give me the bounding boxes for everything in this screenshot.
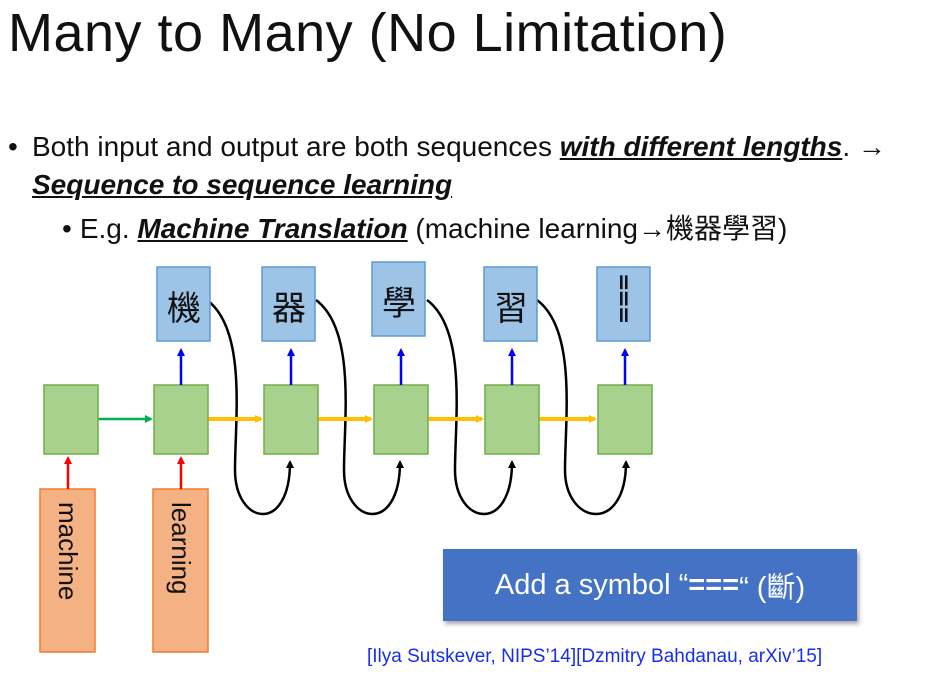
bullet-2-emphasis: Machine Translation <box>137 213 408 244</box>
feedback-loop-arrow <box>426 299 516 516</box>
input-token-label: machine <box>53 502 83 601</box>
output-token-label: 器 <box>272 289 306 329</box>
feedback-loop-arrow <box>315 299 404 516</box>
reference-citation: [Ilya Sutskever, NIPS’14][Dzmitry Bahdan… <box>367 646 823 667</box>
rnn-cell <box>153 384 209 455</box>
callout-text-post: “ (斷) <box>739 572 806 604</box>
rnn-cell <box>484 384 540 455</box>
output-token-box <box>156 266 211 342</box>
rnn-cell <box>43 384 99 455</box>
output-token-box <box>483 266 538 342</box>
rnn-cell <box>373 384 429 455</box>
input-token-label: learning <box>166 502 196 595</box>
bullet-1-text: Both input and output are both sequences… <box>32 128 908 204</box>
output-token-label: 習 <box>494 289 528 329</box>
add-symbol-callout: Add a symbol “===“ (斷) <box>443 549 857 621</box>
bullet-dot: • <box>62 213 72 244</box>
input-token-box <box>152 488 209 653</box>
output-token-box <box>596 266 651 342</box>
bullet-2-part1: E.g. <box>79 213 138 244</box>
callout-text-pre: Add a symbol “ <box>494 568 689 601</box>
bullet-dot: • <box>8 131 18 162</box>
output-token-box <box>261 266 316 342</box>
rnn-cell <box>263 384 319 455</box>
callout-symbol: === <box>688 568 740 601</box>
output-token-box <box>371 261 426 337</box>
input-token-box <box>39 488 96 653</box>
bullet-1: • Both input and output are both sequenc… <box>8 128 908 204</box>
bullet-1-emphasis-1: with different lengths <box>559 131 843 162</box>
bullet-2-part2: (machine learning→機器學習) <box>407 213 788 244</box>
feedback-loop-arrow <box>206 299 294 516</box>
bullet-1-emphasis-2: Sequence to sequence learning <box>32 169 453 200</box>
rnn-cell <box>597 384 653 455</box>
output-token-label: === <box>611 273 636 323</box>
bullet-1-part2: . → <box>842 131 886 162</box>
feedback-loop-arrow <box>536 299 630 516</box>
output-token-label: 機 <box>167 289 201 329</box>
output-token-label: 學 <box>382 284 416 324</box>
bullet-1-part1: Both input and output are both sequences <box>32 131 560 162</box>
bullet-2: •E.g. Machine Translation (machine learn… <box>62 212 787 246</box>
slide-title: Many to Many (No Limitation) <box>8 3 728 63</box>
